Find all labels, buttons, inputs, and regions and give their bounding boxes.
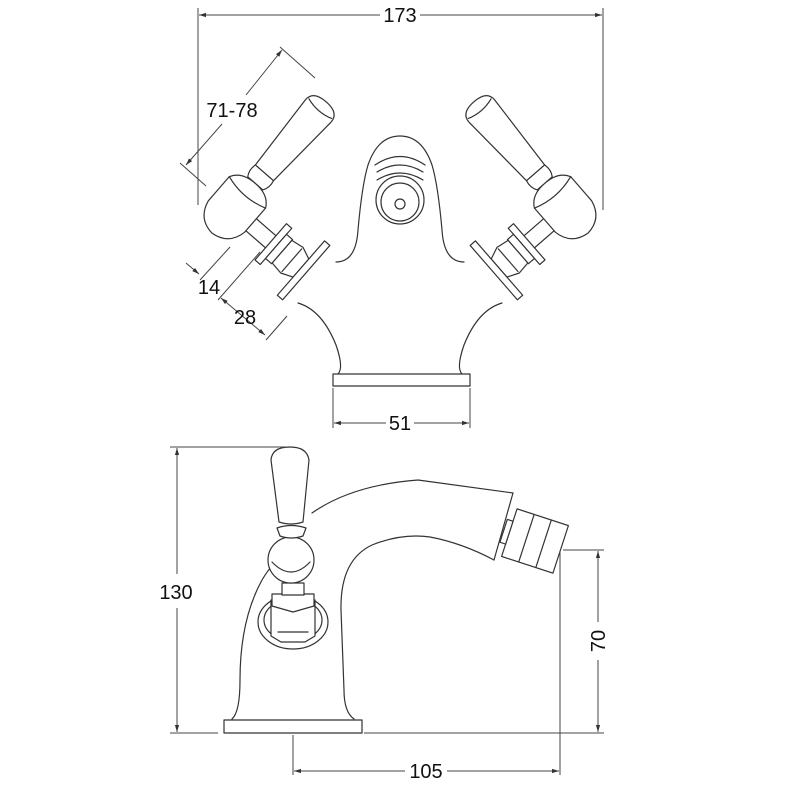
aerator-outlet	[374, 155, 426, 225]
stem-offset-inner-label: 14	[198, 277, 220, 299]
base-plate-side	[223, 719, 363, 734]
spout-reach-label: 105	[409, 761, 442, 783]
stem-offset-outer-label: 28	[234, 307, 256, 329]
aerator-side	[499, 508, 570, 574]
overall-width-label: 173	[383, 5, 416, 27]
overall-height-label: 130	[159, 582, 192, 604]
dimension-overall-width: 173	[197, 5, 604, 210]
tap-body-top	[297, 135, 503, 387]
right-handle-top	[400, 85, 610, 301]
dimension-overall-height: 130	[159, 446, 287, 734]
dimension-stem-offset: 14 28	[185, 246, 288, 341]
tap-body-side	[223, 479, 570, 734]
dimension-spout-height: 70	[364, 549, 610, 734]
spout-height-label: 70	[588, 630, 610, 652]
handle-length-label: 71-78	[206, 100, 257, 122]
dimension-spout-reach: 105	[292, 552, 561, 783]
base-plate	[332, 373, 471, 387]
dimension-base-width: 51	[332, 388, 471, 435]
base-width-label: 51	[389, 413, 411, 435]
side-view: 130 70 105	[159, 446, 610, 783]
handle-side	[257, 446, 329, 650]
top-view: 173	[179, 5, 610, 435]
dimension-handle-length: 71-78	[179, 46, 316, 187]
